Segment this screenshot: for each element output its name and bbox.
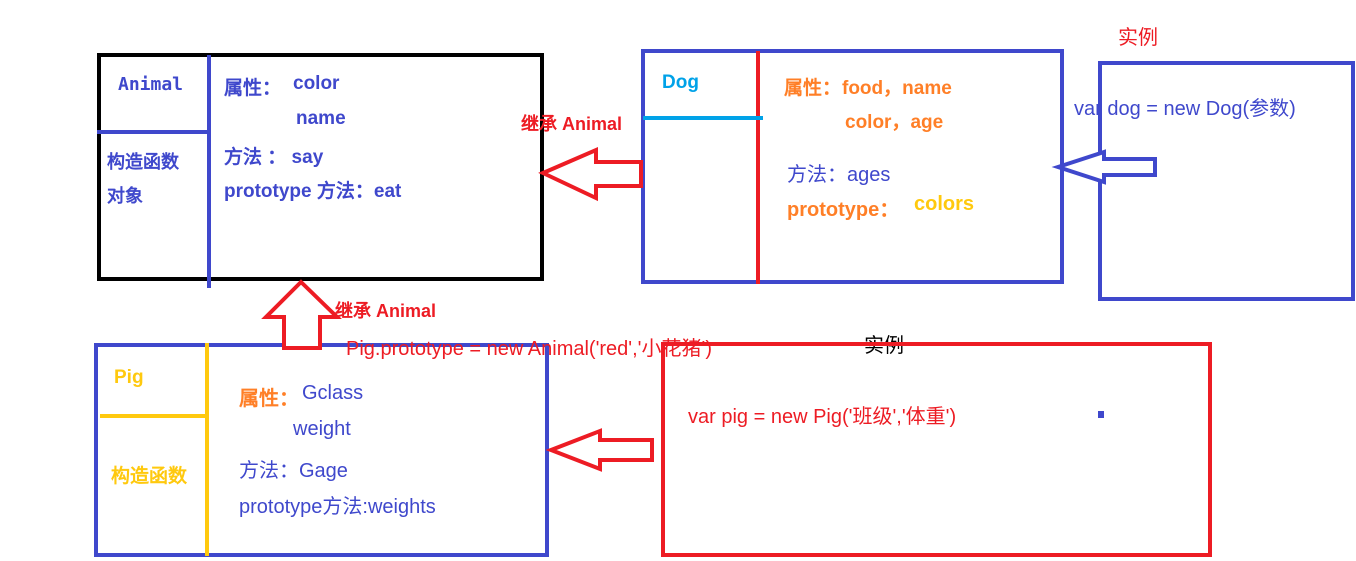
dog-method: 方法：ages <box>787 164 891 186</box>
pig-prototype: prototype方法:weights <box>239 496 436 518</box>
dog-attr-color-age: color，age <box>845 112 944 133</box>
animal-subtitle-line1: 构造函数 <box>107 152 179 172</box>
dog-instance-to-dog-arrow <box>1051 149 1157 185</box>
dog-title: Dog <box>662 72 699 93</box>
animal-attr-name: name <box>296 108 346 129</box>
animal-attr-label: 属性： <box>224 78 282 99</box>
animal-method: 方法 ： say <box>224 147 324 168</box>
pig-instance-label: 实例 <box>864 335 904 357</box>
pig-inherit-code: Pig.prototype = new Animal('red','小花猪') <box>346 338 712 360</box>
animal-box <box>97 53 544 281</box>
pig-instance-box <box>661 342 1212 557</box>
pig-title: Pig <box>114 367 144 388</box>
dog-attr-food-name: food，name <box>842 78 952 99</box>
dog-prototype-value: colors <box>914 193 975 215</box>
dog-attr-label: 属性： <box>784 78 842 99</box>
pig-instance-code: var pig = new Pig('班级','体重') <box>688 406 957 428</box>
animal-prototype: prototype 方法：eat <box>224 181 402 202</box>
dog-instance-code: var dog = new Dog(参数) <box>1074 98 1296 120</box>
dog-divider-vertical <box>756 51 760 284</box>
pig-inherit-label: 继承 Animal <box>335 301 437 321</box>
pig-attr-gclass: Gclass <box>302 382 364 404</box>
pig-to-animal-arrow <box>261 279 342 350</box>
pig-divider-vertical <box>205 343 209 556</box>
animal-subtitle-line2: 对象 <box>107 186 143 206</box>
pig-method: 方法：Gage <box>239 460 348 482</box>
dog-to-animal-arrow <box>538 146 643 202</box>
pig-attr-label: 属性： <box>239 388 299 410</box>
animal-attr-color: color <box>293 73 340 94</box>
pig-subtitle: 构造函数 <box>111 466 188 487</box>
animal-divider-horizontal <box>97 130 211 134</box>
dog-divider-horizontal <box>643 116 763 120</box>
animal-divider-vertical <box>207 55 211 288</box>
dot-mark <box>1098 411 1104 418</box>
pig-divider-horizontal <box>100 414 209 418</box>
animal-title: Animal <box>118 74 184 95</box>
dog-instance-label: 实例 <box>1118 27 1158 49</box>
pig-attr-weight: weight <box>293 418 351 440</box>
dog-inherit-label: 继承 Animal <box>521 114 623 134</box>
pig-instance-to-pig-arrow <box>545 428 654 472</box>
dog-prototype-label: prototype： <box>787 199 900 221</box>
